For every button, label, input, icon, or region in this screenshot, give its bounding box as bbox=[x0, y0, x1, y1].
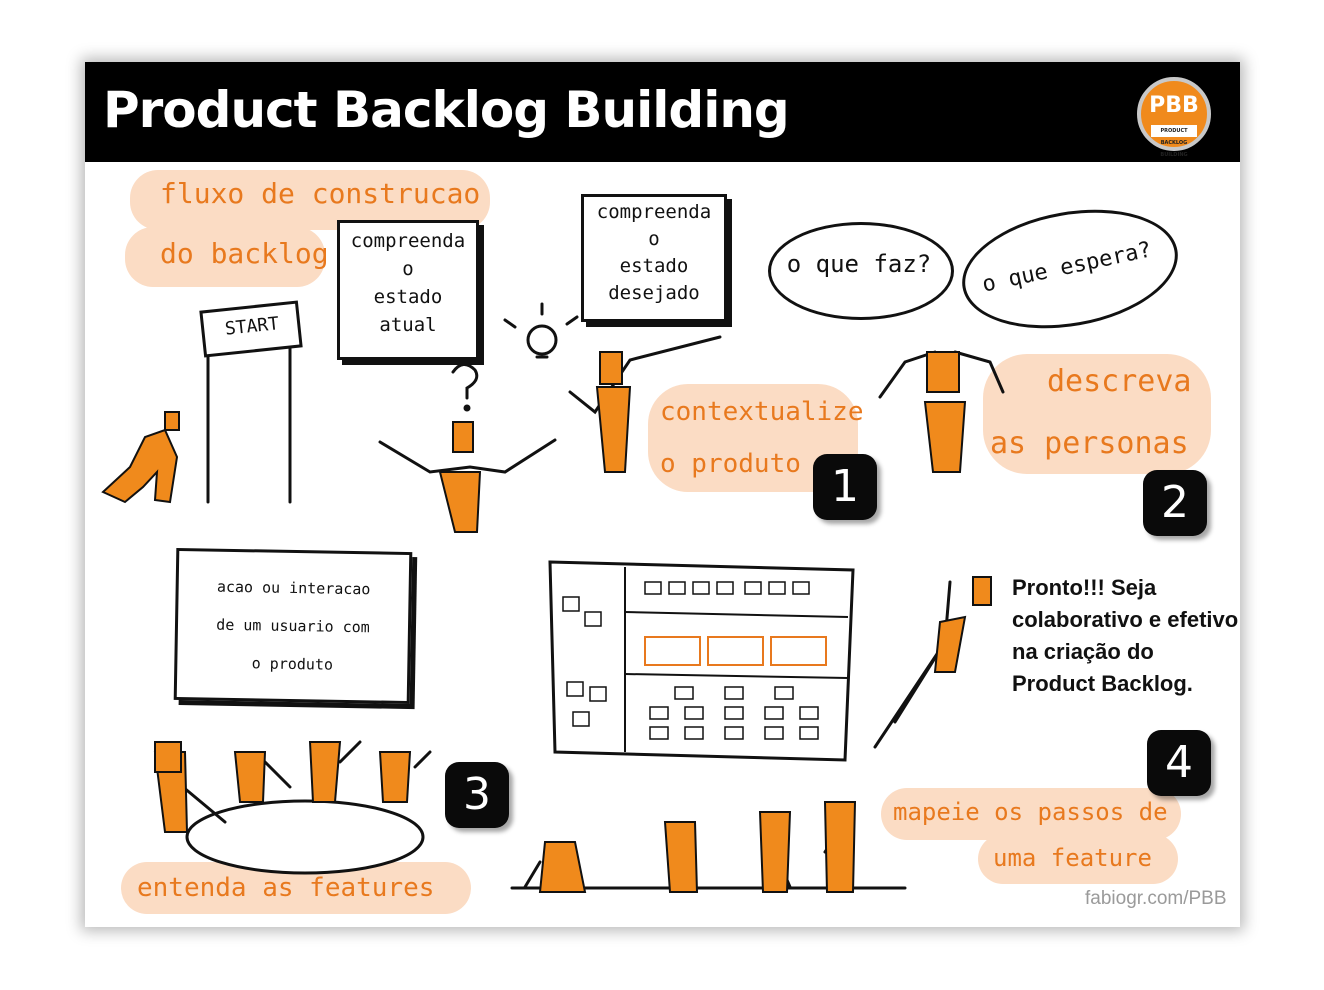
shrug-head bbox=[452, 421, 474, 453]
sitting-figure-2 bbox=[663, 821, 699, 893]
runner-head bbox=[164, 411, 180, 431]
walker-body bbox=[933, 615, 967, 673]
sitting-figure-4 bbox=[823, 801, 857, 893]
step2-caption-1: descreva bbox=[1047, 364, 1192, 399]
intro-line-1: fluxo de construcao bbox=[160, 177, 481, 210]
persona-head bbox=[926, 351, 960, 393]
step2-highlight bbox=[983, 354, 1211, 474]
step1-caption-1: contextualize bbox=[660, 397, 864, 427]
step-3-badge: 3 bbox=[445, 762, 509, 828]
header-bar: Product Backlog Building PBB PRODUCT BAC… bbox=[85, 62, 1240, 162]
desired-state-line-4: desejado bbox=[608, 282, 700, 304]
group-arms bbox=[175, 740, 432, 824]
user-action-note: acao ou interacao de um usuario com o pr… bbox=[173, 547, 413, 705]
walker-head bbox=[972, 576, 992, 606]
story-map-board bbox=[548, 560, 855, 762]
start-sign bbox=[199, 300, 303, 358]
current-state-line-3: estado bbox=[373, 286, 443, 308]
step-2-badge: 2 bbox=[1143, 470, 1207, 536]
current-state-box: compreenda o estado atual bbox=[337, 220, 479, 360]
logo-text: PBB bbox=[1149, 93, 1199, 118]
question-mark bbox=[451, 363, 479, 400]
step4-highlight-2 bbox=[978, 834, 1178, 884]
note-line-1: acao ou interacao bbox=[216, 577, 371, 599]
shrug-arms bbox=[378, 438, 557, 474]
desired-state-line-2: o bbox=[648, 228, 660, 250]
step2-caption-2: as personas bbox=[990, 426, 1189, 461]
step3-caption: entenda as features bbox=[137, 873, 435, 903]
pointing-head bbox=[599, 351, 623, 385]
sketch-illustrations bbox=[101, 300, 1005, 893]
shrug-body bbox=[438, 471, 482, 533]
step-1-badge: 1 bbox=[813, 454, 877, 520]
speech-bubble-what-does bbox=[768, 222, 954, 320]
desired-state-line-1: compreenda bbox=[596, 201, 712, 223]
step-4-badge: 4 bbox=[1147, 730, 1211, 796]
sitting-figure-3 bbox=[758, 811, 792, 893]
logo-subtext: PRODUCT BACKLOG BUILDING bbox=[1151, 125, 1197, 158]
step4-highlight-1 bbox=[881, 788, 1181, 840]
current-state-line-4: atual bbox=[379, 314, 437, 336]
credit-link[interactable]: fabiogr.com/PBB bbox=[1085, 888, 1227, 909]
step4-caption-2: uma feature bbox=[993, 844, 1152, 872]
note-line-2: de um usuario com bbox=[216, 615, 370, 637]
current-state-line-2: o bbox=[402, 258, 414, 280]
desired-state-line-3: estado bbox=[619, 255, 689, 277]
meeting-table bbox=[185, 799, 425, 875]
desired-state-box: compreenda o estado desejado bbox=[581, 194, 727, 322]
question-dot bbox=[463, 404, 471, 412]
intro-line-2: do backlog bbox=[160, 237, 329, 270]
step4-caption-1: mapeie os passos de bbox=[893, 798, 1168, 826]
sitting-figure-1 bbox=[538, 841, 587, 893]
group-figure-3 bbox=[308, 741, 342, 803]
step1-caption-2: o produto bbox=[660, 449, 801, 479]
current-state-line-1: compreenda bbox=[350, 230, 466, 252]
light-bulb bbox=[526, 324, 558, 356]
group-figure-4 bbox=[378, 751, 412, 803]
group-head-1 bbox=[154, 741, 182, 773]
pointing-arm bbox=[568, 335, 722, 415]
pbb-logo: PBB PRODUCT BACKLOG BUILDING bbox=[1137, 77, 1211, 158]
final-message: Pronto!!! Seja colaborativo e efetivo na… bbox=[1012, 575, 1239, 696]
runner-figure bbox=[101, 428, 179, 504]
group-figure-2 bbox=[233, 751, 267, 803]
bubble-what-does-text: o que faz? bbox=[786, 250, 932, 278]
poster: Product Backlog Building PBB PRODUCT BAC… bbox=[85, 62, 1240, 927]
poster-title: Product Backlog Building bbox=[103, 81, 790, 139]
persona-body bbox=[923, 401, 967, 473]
intro-highlight-2 bbox=[125, 227, 325, 287]
thinking-arms bbox=[878, 350, 1005, 399]
pointing-body bbox=[595, 386, 632, 473]
note-line-3: o produto bbox=[251, 654, 334, 674]
